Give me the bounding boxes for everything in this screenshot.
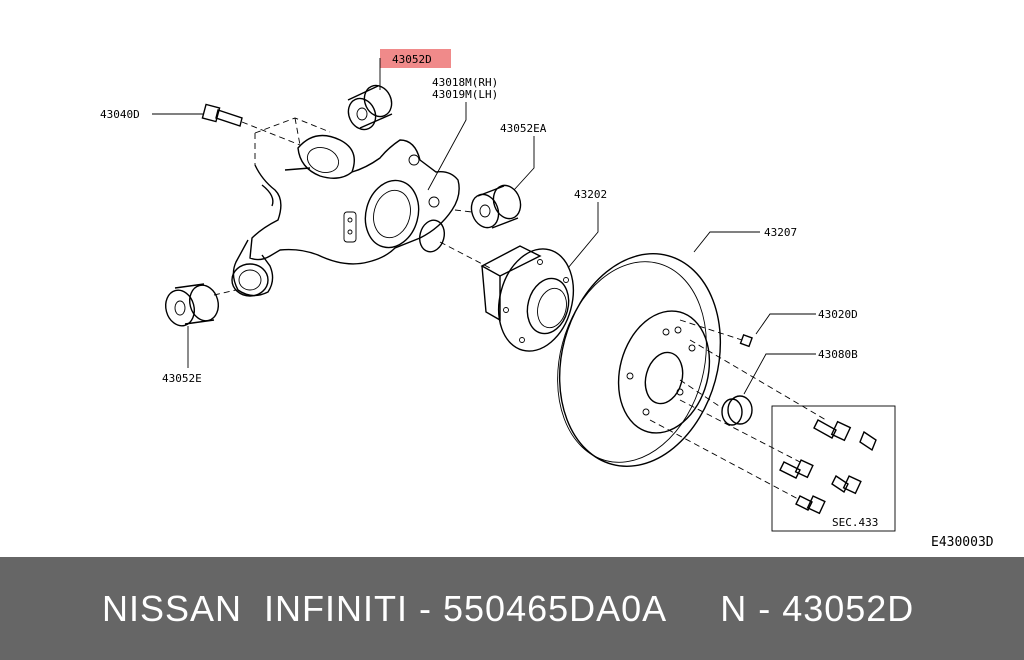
label-43019M[interactable]: 43019M(LH) xyxy=(432,88,498,101)
diagram-reference: E430003D xyxy=(931,535,994,550)
highlight-box xyxy=(380,49,451,68)
parts-diagram: 43052D 43040D 43018M(RH) 43019M(LH) xyxy=(100,49,994,550)
part-number-caption: NISSAN INFINITI - 550465DA0A N - 43052D xyxy=(102,587,915,629)
label-43052E[interactable]: 43052E xyxy=(162,372,202,385)
label-43202[interactable]: 43202 xyxy=(574,188,607,201)
label-43040D[interactable]: 43040D xyxy=(100,108,140,121)
label-43052EA[interactable]: 43052EA xyxy=(500,122,547,135)
label-sec-433[interactable]: SEC.433 xyxy=(832,516,878,529)
label-43018M[interactable]: 43018M(RH) xyxy=(432,76,498,89)
footer-bar: NISSAN INFINITI - 550465DA0A N - 43052D xyxy=(0,557,1024,660)
bushing-top[interactable] xyxy=(343,81,396,134)
label-43020D[interactable]: 43020D xyxy=(818,308,858,321)
bushing-43052E[interactable] xyxy=(162,282,222,329)
bushing-43052EA[interactable] xyxy=(467,182,525,232)
knuckle-housing[interactable] xyxy=(231,117,460,297)
label-43207[interactable]: 43207 xyxy=(764,226,797,239)
screw-43020D[interactable] xyxy=(739,333,753,348)
brake-disc-43207[interactable] xyxy=(536,235,743,484)
wheel-hub-43202[interactable] xyxy=(480,240,584,359)
label-43052D[interactable]: 43052D xyxy=(392,53,432,66)
bolt-43040D[interactable] xyxy=(201,103,243,127)
section-433-box[interactable] xyxy=(771,405,896,532)
label-43080B[interactable]: 43080B xyxy=(818,348,858,361)
hub-cap-43080B[interactable] xyxy=(721,395,753,426)
